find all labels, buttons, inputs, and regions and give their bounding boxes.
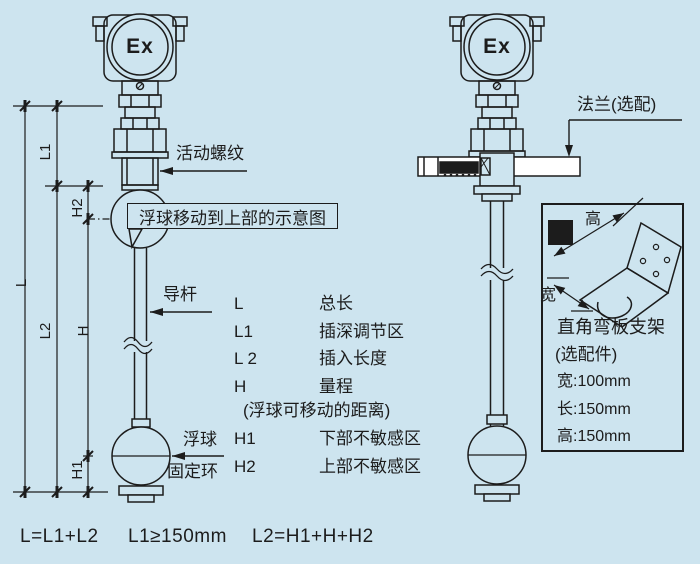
legend-symbol: H1	[234, 429, 256, 448]
callout-leaders	[150, 167, 247, 460]
legend-symbol: L1	[234, 322, 253, 341]
fixing-ring-label: 固定环	[167, 462, 218, 481]
dimension-ticks	[19, 100, 94, 498]
ex-marking-left: Ex	[126, 35, 154, 58]
left-thread-stack	[111, 94, 169, 191]
flange-label: 法兰(选配)	[577, 95, 657, 114]
dim-label-L2: L2	[36, 322, 54, 340]
flange-arrow	[565, 145, 573, 157]
legend-symbol: L	[234, 294, 244, 313]
legend-desc: 量程	[319, 377, 353, 396]
legend-desc: 总长	[319, 294, 353, 313]
flange-leader	[565, 119, 682, 157]
dim-label-H1: H1	[68, 460, 86, 480]
bracket-drawing	[547, 197, 682, 328]
bracket-spec-length: 长:150mm	[557, 401, 631, 418]
bracket-spec-width: 宽:100mm	[557, 373, 631, 390]
legend-symbol: L 2	[234, 349, 258, 368]
legend-note: (浮球可移动的距离)	[243, 401, 391, 420]
float-ball-label: 浮球	[183, 430, 217, 449]
dimension-lines	[13, 105, 108, 493]
note-box-pointer	[128, 228, 144, 250]
left-transmitter-head	[92, 13, 188, 96]
bracket-holes	[639, 243, 671, 278]
guide-rod-label: 导杆	[163, 285, 197, 304]
bracket-spec-height: 高:150mm	[557, 428, 631, 445]
movable-thread-arrow	[160, 167, 173, 175]
legend-symbol: H	[234, 377, 247, 396]
right-thread-stack	[468, 94, 526, 158]
dim-label-H: H	[74, 325, 92, 337]
flange-part	[417, 152, 581, 202]
rod-break-symbol	[480, 263, 514, 275]
screw-icon	[492, 81, 502, 91]
left-float-bottom-position	[111, 426, 171, 503]
legend-desc: 下部不敏感区	[319, 429, 421, 448]
rod-break-symbol	[123, 336, 153, 348]
fixing-ring-part	[118, 485, 164, 503]
movable-thread-label: 活动螺纹	[176, 144, 244, 163]
float-position-note-box: 浮球移动到上部的示意图	[127, 203, 338, 229]
legend-desc: 插入长度	[319, 349, 387, 368]
formula-l2: L2=H1+H+H2	[252, 526, 374, 547]
guide-rod-arrow	[150, 308, 163, 316]
right-transmitter-head	[449, 13, 545, 96]
legend-symbol: H2	[234, 457, 256, 476]
legend-desc: 上部不敏感区	[319, 457, 421, 476]
dim-label-L1: L1	[36, 143, 54, 161]
ex-marking-right: Ex	[483, 35, 511, 58]
bracket-option-box	[541, 203, 684, 452]
left-guide-rod	[123, 248, 153, 428]
dim-label-H2: H2	[68, 198, 86, 218]
black-square	[548, 220, 573, 245]
float-ball-arrow	[172, 452, 185, 460]
right-float-ball	[467, 425, 527, 502]
bracket-width-label: 宽	[540, 287, 557, 304]
dim-label-L: L	[12, 278, 30, 288]
right-guide-rod	[480, 201, 514, 426]
bracket-title: 直角弯板支架	[557, 317, 665, 337]
bracket-slot	[596, 296, 633, 319]
formula-total-length: L=L1+L2	[20, 526, 99, 547]
bracket-height-label: 高	[585, 211, 602, 228]
formula-l1-min: L1≥150mm	[128, 526, 227, 547]
screw-icon	[135, 81, 145, 91]
legend-desc: 插深调节区	[319, 322, 404, 341]
bracket-subtitle: (选配件)	[555, 345, 618, 364]
